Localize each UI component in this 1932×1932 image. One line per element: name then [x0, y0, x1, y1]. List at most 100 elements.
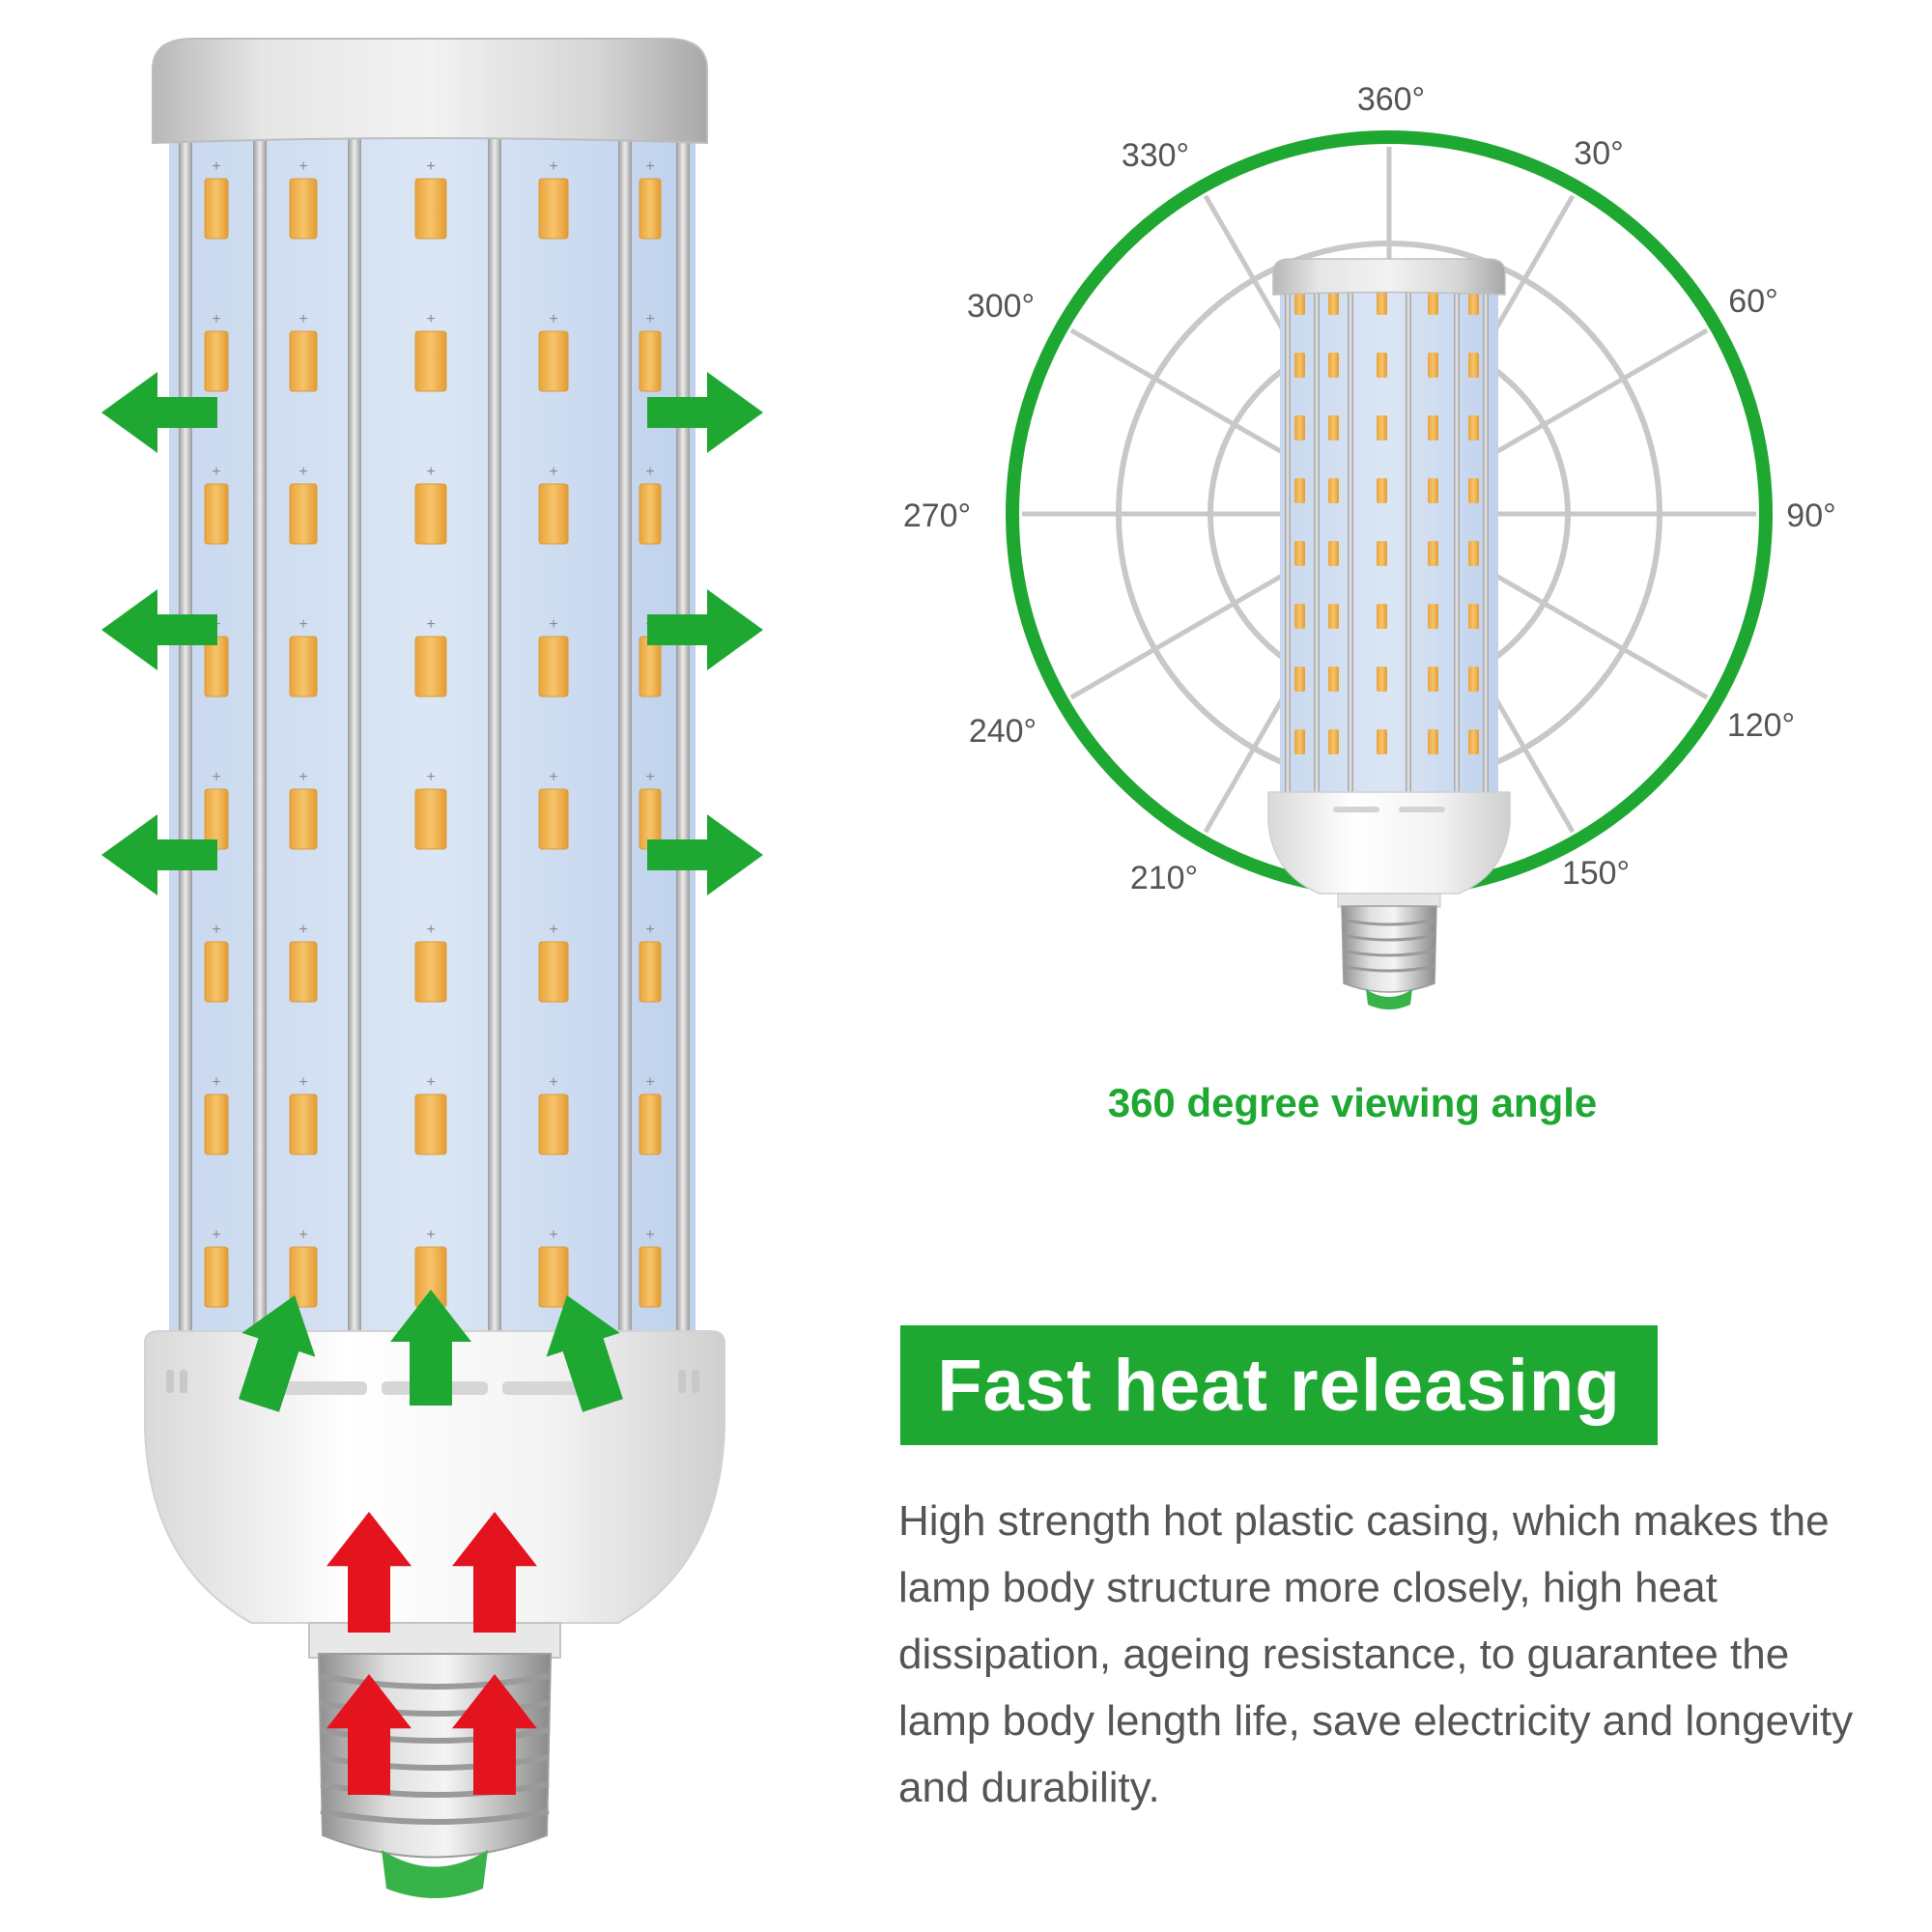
- led-polarity-mark: +: [426, 1074, 435, 1091]
- led-chip: [1377, 667, 1387, 692]
- led-chip: [1377, 415, 1387, 440]
- led-chip: [289, 330, 318, 392]
- led-chip: [538, 1094, 569, 1155]
- led-polarity-mark: +: [212, 464, 220, 480]
- arrow-up-icon: [390, 1290, 471, 1406]
- led-chip: [289, 1094, 318, 1155]
- angle-label-210: 210°: [1130, 860, 1198, 896]
- arrow-left-icon: [101, 372, 217, 453]
- arrow-up-icon: [452, 1674, 537, 1795]
- led-chip: [1377, 353, 1387, 378]
- led-polarity-mark: +: [549, 311, 557, 327]
- heat-sink-fin: [1454, 280, 1460, 792]
- led-chip: [414, 483, 447, 545]
- led-polarity-mark: +: [426, 1227, 435, 1243]
- led-chip: [538, 941, 569, 1003]
- led-polarity-mark: +: [645, 158, 654, 175]
- screw-thread: [1342, 918, 1436, 926]
- led-polarity-mark: +: [549, 769, 557, 785]
- heat-sink-fin: [1348, 280, 1353, 792]
- heat-feature-title: Fast heat releasing: [937, 1344, 1621, 1427]
- angle-label-90: 90°: [1786, 497, 1835, 534]
- led-chip: [1468, 415, 1479, 440]
- led-polarity-mark: +: [549, 158, 557, 175]
- arrow-up-icon: [239, 1294, 316, 1412]
- led-polarity-mark: +: [426, 616, 435, 633]
- heat-sink-fin: [253, 121, 267, 1338]
- led-polarity-mark: +: [212, 158, 220, 175]
- led-chip: [1328, 729, 1339, 754]
- led-chip: [538, 636, 569, 697]
- led-chip: [538, 330, 569, 392]
- led-polarity-mark: +: [645, 769, 654, 785]
- led-polarity-mark: +: [212, 1074, 220, 1091]
- led-chip: [289, 178, 318, 240]
- led-chip: [1468, 667, 1479, 692]
- led-chip: [1328, 353, 1339, 378]
- corn-bulb-small: [1267, 258, 1511, 1009]
- led-polarity-mark: +: [426, 311, 435, 327]
- led-chip: [1294, 541, 1305, 566]
- led-chip: [639, 330, 662, 392]
- heat-flow-arrows: [327, 1512, 537, 1795]
- heat-sink-fin: [618, 121, 632, 1338]
- led-chip: [289, 483, 318, 545]
- led-chip: [1428, 353, 1438, 378]
- led-polarity-mark: +: [298, 1074, 307, 1091]
- led-chip: [1328, 667, 1339, 692]
- light-emission-arrows: [101, 372, 763, 895]
- led-chip: [204, 1094, 229, 1155]
- heat-sink-fin: [179, 121, 192, 1338]
- led-chip: [1468, 478, 1479, 503]
- led-chip: [204, 330, 229, 392]
- led-chip: [414, 636, 447, 697]
- led-chip: [289, 941, 318, 1003]
- led-chip: [414, 788, 447, 850]
- led-chip: [639, 1094, 662, 1155]
- led-chip: [204, 636, 229, 697]
- led-chip: [204, 483, 229, 545]
- led-polarity-mark: +: [212, 922, 220, 938]
- led-chip: [1294, 415, 1305, 440]
- ventilation-slots: [166, 1370, 699, 1395]
- screw-thread: [320, 1808, 550, 1825]
- heat-sink-fin: [1406, 280, 1411, 792]
- heat-sink-fin: [676, 121, 690, 1338]
- viewing-angle-caption: 360 degree viewing angle: [1107, 1080, 1598, 1125]
- led-chip: [204, 1246, 229, 1308]
- led-chip: [1468, 353, 1479, 378]
- led-chip: [538, 788, 569, 850]
- led-chip: [1294, 604, 1305, 629]
- viewing-angle-diagram: 360° 30° 60° 90° 120° 150° 210° 240° 270…: [903, 81, 1836, 1009]
- plastic-base-casing: [144, 1330, 725, 1624]
- led-chip: [1377, 290, 1387, 315]
- led-chip: [1328, 541, 1339, 566]
- screw-thread: [320, 1673, 550, 1690]
- led-chip: [289, 636, 318, 697]
- arrow-up-icon: [327, 1512, 412, 1633]
- led-chip: [1377, 604, 1387, 629]
- angle-label-330: 330°: [1122, 137, 1189, 174]
- led-chip: [1428, 415, 1438, 440]
- heat-sink-fins: [179, 121, 690, 1338]
- angle-label-120: 120°: [1727, 707, 1795, 744]
- led-polarity-mark: +: [426, 464, 435, 480]
- led-polarity-mark: +: [298, 311, 307, 327]
- led-chip-grid: ++++++++++++++++++++++++++++++++++++++++: [204, 158, 662, 1308]
- heat-sink-fin: [1285, 280, 1291, 792]
- heat-sink-fin: [488, 121, 501, 1338]
- led-polarity-mark: +: [645, 311, 654, 327]
- led-chip: [1468, 604, 1479, 629]
- led-chip: [289, 1246, 318, 1308]
- led-polarity-mark: +: [645, 1074, 654, 1091]
- led-chip: [1428, 541, 1438, 566]
- angle-label-300: 300°: [967, 288, 1035, 325]
- led-chip: [1428, 729, 1438, 754]
- led-polarity-mark: +: [298, 616, 307, 633]
- led-chip: [1377, 541, 1387, 566]
- led-chip: [414, 178, 447, 240]
- led-chip: [1328, 478, 1339, 503]
- led-chip: [639, 941, 662, 1003]
- led-polarity-mark: +: [549, 1227, 557, 1243]
